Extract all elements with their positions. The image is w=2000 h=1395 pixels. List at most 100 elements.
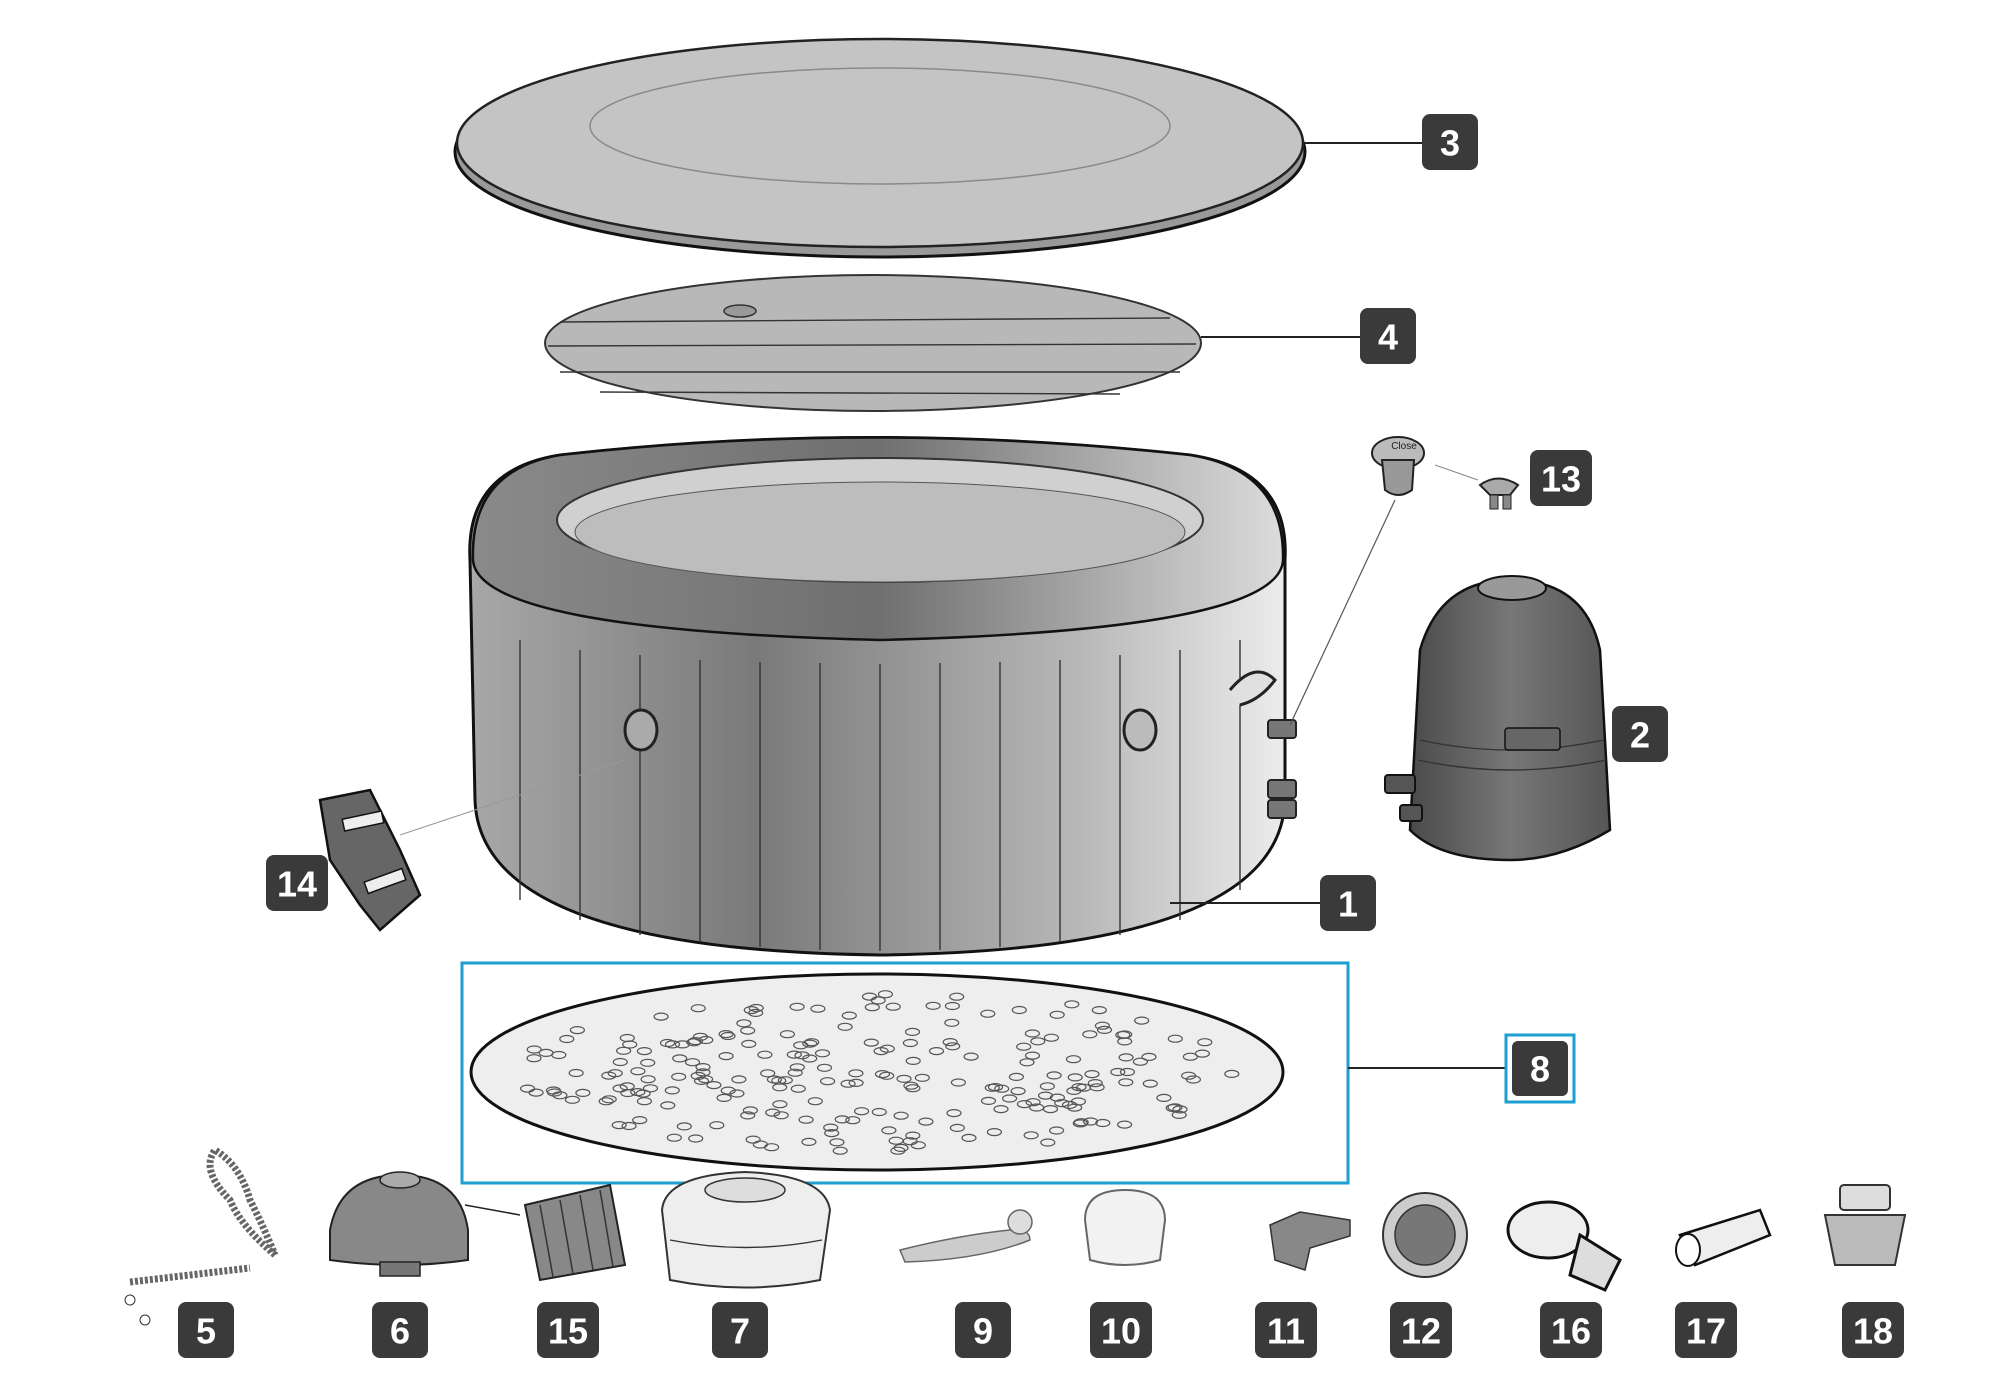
perforation bbox=[771, 1076, 787, 1085]
callout-1: 1 bbox=[1320, 875, 1376, 931]
callout-5: 5 bbox=[178, 1302, 234, 1358]
perforation bbox=[944, 1001, 961, 1011]
perforation bbox=[1048, 1126, 1065, 1135]
perforation bbox=[1084, 1069, 1100, 1079]
perforation bbox=[640, 1058, 656, 1067]
svg-text:18: 18 bbox=[1853, 1311, 1893, 1352]
perforation bbox=[1010, 1086, 1026, 1096]
perforation bbox=[709, 1121, 725, 1130]
perforation bbox=[861, 992, 878, 1001]
perforation bbox=[690, 1071, 706, 1081]
svg-text:8: 8 bbox=[1530, 1049, 1550, 1090]
inflatable-lid bbox=[544, 274, 1202, 412]
perforation bbox=[1071, 1082, 1087, 1092]
perforation bbox=[888, 1136, 904, 1145]
inflation-valve-adapter bbox=[1269, 1211, 1351, 1271]
perforation bbox=[1172, 1105, 1188, 1114]
perforation bbox=[693, 1076, 710, 1086]
perforation bbox=[632, 1115, 648, 1125]
buckle bbox=[318, 759, 626, 932]
perforation bbox=[607, 1069, 623, 1078]
perforation bbox=[879, 1044, 895, 1053]
perforation bbox=[1091, 1005, 1107, 1015]
threaded-fitting bbox=[1823, 1184, 1907, 1266]
perforation bbox=[802, 1039, 818, 1048]
perforation bbox=[949, 992, 965, 1001]
perforation bbox=[612, 1057, 628, 1067]
perforation bbox=[772, 1100, 788, 1109]
perforation bbox=[601, 1095, 617, 1104]
perforation bbox=[731, 1075, 747, 1084]
ground-cloth bbox=[469, 972, 1285, 1172]
perforation bbox=[690, 1004, 706, 1013]
perforation bbox=[807, 1097, 823, 1106]
perforation bbox=[748, 1003, 764, 1013]
perforation bbox=[545, 1086, 562, 1095]
callout-4: 4 bbox=[1360, 308, 1416, 364]
perforation bbox=[946, 1108, 962, 1118]
perforation bbox=[687, 1036, 704, 1046]
perforation bbox=[848, 1078, 864, 1088]
perforation bbox=[1087, 1078, 1103, 1088]
svg-text:14: 14 bbox=[277, 864, 317, 905]
perforation bbox=[718, 1029, 734, 1039]
perforation bbox=[1182, 1052, 1199, 1061]
perforation bbox=[949, 1123, 966, 1133]
perforation bbox=[1167, 1034, 1183, 1043]
perforation bbox=[963, 1052, 979, 1061]
filter-cap bbox=[1083, 1188, 1167, 1266]
perforation bbox=[993, 1104, 1009, 1114]
perforation bbox=[925, 1001, 941, 1010]
perforation bbox=[720, 1086, 736, 1095]
perforation bbox=[1171, 1110, 1187, 1120]
svg-text:11: 11 bbox=[1267, 1311, 1305, 1352]
perforation bbox=[757, 1050, 773, 1059]
perforation bbox=[1011, 1005, 1027, 1015]
pump-unit bbox=[1384, 575, 1612, 862]
perforation bbox=[519, 1084, 536, 1093]
perforation bbox=[832, 1146, 848, 1155]
callout-18: 18 bbox=[1842, 1302, 1904, 1358]
perforation bbox=[1197, 1038, 1213, 1047]
perforation bbox=[823, 1123, 839, 1132]
callout-8: 8 bbox=[1504, 1033, 1576, 1104]
svg-text:17: 17 bbox=[1686, 1311, 1726, 1352]
svg-text:7: 7 bbox=[730, 1311, 750, 1352]
perforation bbox=[863, 1038, 879, 1047]
perforation bbox=[1142, 1079, 1158, 1088]
perforation bbox=[684, 1058, 701, 1067]
perforation bbox=[950, 1078, 967, 1087]
perforation bbox=[819, 1077, 836, 1086]
perforation bbox=[1094, 1021, 1111, 1030]
perforation bbox=[659, 1038, 676, 1048]
perforation bbox=[706, 1080, 722, 1090]
perforation bbox=[942, 1037, 958, 1047]
perforation bbox=[1119, 1067, 1136, 1077]
callout-2: 2 bbox=[1612, 706, 1668, 762]
cleaning-brush bbox=[898, 1209, 1033, 1263]
perforation bbox=[716, 1093, 732, 1103]
perforation bbox=[881, 1126, 897, 1135]
spa-tub bbox=[468, 436, 1297, 957]
perforation bbox=[885, 1002, 901, 1011]
perforation bbox=[642, 1084, 659, 1093]
perforation bbox=[564, 1095, 581, 1104]
perforation bbox=[874, 1069, 891, 1079]
filter-cartridge bbox=[523, 1183, 627, 1282]
perforation bbox=[1224, 1069, 1240, 1079]
perforation bbox=[1025, 1098, 1041, 1107]
perforation bbox=[740, 1026, 756, 1035]
perforation bbox=[802, 1054, 818, 1063]
svg-text:3: 3 bbox=[1440, 123, 1460, 164]
perforation bbox=[829, 1138, 845, 1147]
perforation bbox=[840, 1079, 856, 1088]
leader-lines bbox=[1170, 142, 1506, 1069]
perforation bbox=[676, 1122, 692, 1131]
svg-text:12: 12 bbox=[1401, 1311, 1441, 1352]
perforation bbox=[1141, 1052, 1157, 1062]
perforation bbox=[1067, 1073, 1083, 1082]
perforation bbox=[980, 1096, 997, 1106]
perforation bbox=[871, 1107, 887, 1117]
perforation bbox=[1082, 1030, 1098, 1039]
perforation bbox=[1132, 1057, 1149, 1066]
